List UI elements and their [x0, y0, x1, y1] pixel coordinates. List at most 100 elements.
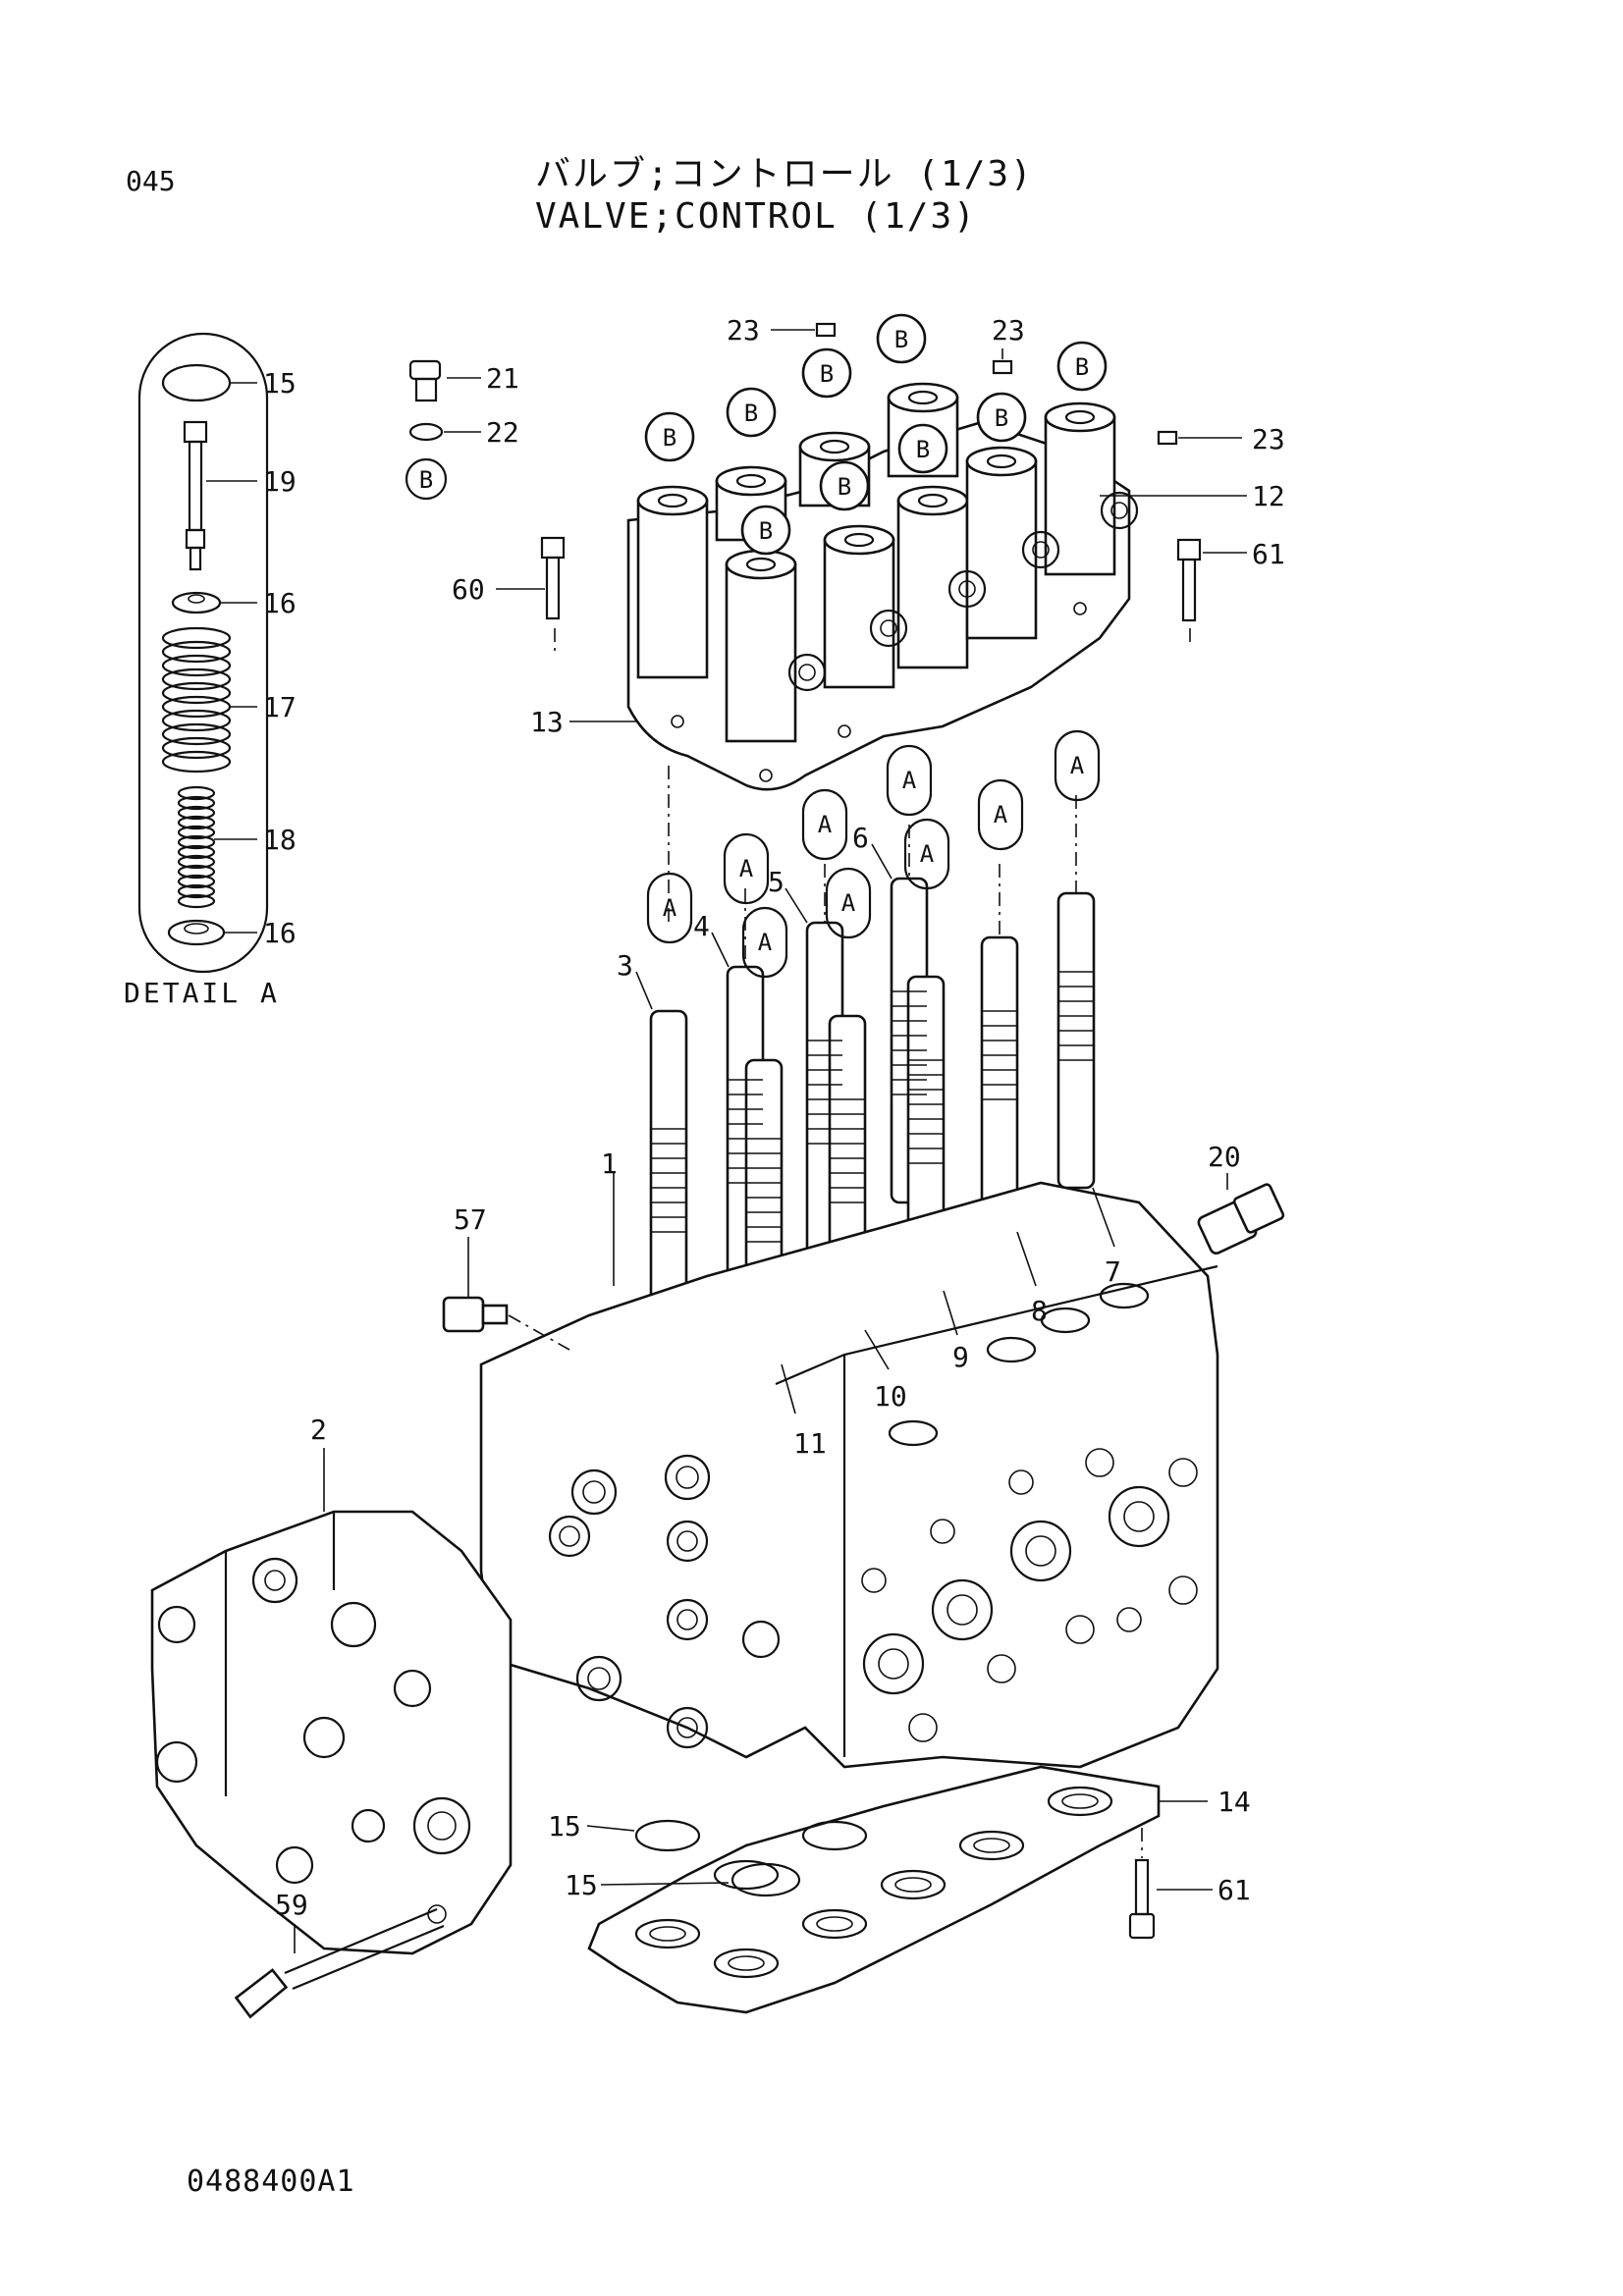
spool-3 [649, 1009, 688, 1327]
callout-23: 23 [992, 314, 1025, 347]
marker-b-letter: B [838, 473, 851, 501]
marker-a-spool-8 [977, 778, 1024, 851]
marker-b-4 [876, 313, 927, 364]
marker-a-letter: A [758, 929, 773, 956]
marker-a-letter: A [920, 840, 935, 868]
callout-labels: 15 19 16 17 18 16 21 22 23 23 23 12 61 6… [263, 314, 1285, 1921]
marker-a-letter: A [1070, 752, 1085, 779]
marker-b-9 [740, 505, 791, 556]
marker-a-spool-4 [723, 832, 770, 905]
marker-a-letter: A [739, 855, 754, 882]
callout-3: 3 [617, 949, 633, 982]
marker-b-letter: B [894, 326, 908, 353]
callout-61: 61 [1252, 538, 1285, 570]
marker-a-spool-7 [1054, 729, 1101, 802]
marker-a-spool-5 [801, 788, 848, 861]
callout-21: 21 [486, 362, 519, 395]
marker-b-letter: B [916, 436, 930, 463]
callout-23: 23 [1252, 423, 1285, 455]
cap-bosses [636, 382, 1116, 743]
callout-59: 59 [275, 1889, 308, 1921]
spring-18 [177, 785, 216, 909]
callout-18: 18 [263, 824, 297, 856]
callout-16: 16 [263, 917, 297, 949]
reference-marker-b-small [405, 457, 448, 501]
callout-19: 19 [263, 465, 297, 498]
marker-a-spool-11 [741, 906, 788, 979]
callout-20: 20 [1208, 1141, 1241, 1173]
pin-19 [183, 420, 208, 571]
callout-8: 8 [1031, 1295, 1048, 1327]
callout-10: 10 [874, 1380, 907, 1413]
callout-4: 4 [693, 910, 710, 942]
marker-a-letter: A [663, 894, 677, 922]
bolt-61-bottom [1128, 1828, 1213, 1940]
callout-13: 13 [530, 706, 564, 738]
marker-b-letter: B [820, 360, 834, 388]
marker-a-spool-9 [903, 818, 950, 890]
marker-b-letter: B [1075, 353, 1089, 381]
o-ring-15-lower [730, 1862, 801, 1897]
marker-b-2 [726, 387, 777, 438]
marker-a-letter: A [818, 811, 833, 838]
cap-housing-13 [626, 382, 1139, 791]
set-screw-23a [815, 322, 837, 338]
o-ring-15-upper [634, 1819, 701, 1852]
reference-markers [644, 313, 1108, 979]
callout-23: 23 [727, 314, 760, 347]
spring-17 [161, 626, 232, 774]
callout-15: 15 [263, 367, 297, 400]
marker-b-8 [819, 460, 870, 511]
callout-12: 12 [1252, 480, 1285, 512]
callout-57: 57 [454, 1203, 487, 1236]
spools-group [649, 766, 1096, 1366]
relief-valve-20 [1197, 1173, 1285, 1255]
callout-9: 9 [952, 1341, 969, 1373]
marker-b-letter: B [744, 400, 758, 427]
callout-2: 2 [310, 1414, 327, 1446]
marker-b-letter: B [419, 466, 433, 494]
marker-b-6 [976, 392, 1027, 443]
plug-57 [442, 1237, 570, 1351]
end-section-2 [150, 1448, 513, 1955]
callout-6: 6 [852, 822, 869, 854]
detail-a-outline [137, 332, 269, 974]
o-ring-22 [408, 422, 444, 442]
bolt-61-top [1176, 538, 1247, 622]
marker-a-letter: A [994, 801, 1008, 828]
title-japanese: バルブ;コントロール (1/3) [535, 154, 1034, 194]
set-screw-23c [1157, 430, 1178, 446]
title-english: VALVE;CONTROL (1/3) [535, 196, 977, 237]
callout-5: 5 [768, 866, 784, 898]
marker-a-spool-10 [825, 867, 872, 939]
marker-b-1 [644, 411, 695, 462]
valve-body-1 [479, 1181, 1219, 1769]
callout-14: 14 [1217, 1786, 1251, 1818]
marker-b-letter: B [995, 404, 1008, 432]
callout-15: 15 [548, 1810, 581, 1842]
spool-7 [1056, 891, 1096, 1190]
marker-b-7 [897, 423, 948, 474]
callout-7: 7 [1105, 1255, 1121, 1288]
plug-21 [408, 359, 481, 402]
page-number: 045 [126, 165, 176, 197]
marker-letters: A A A A A A A A A B B B B B B B B B B [419, 326, 1089, 956]
marker-a-letter: A [902, 767, 917, 794]
marker-a-letter: A [841, 889, 856, 917]
marker-b-letter: B [759, 517, 773, 545]
callout-1: 1 [601, 1148, 618, 1180]
detail-a-label: DETAIL A [124, 977, 280, 1009]
marker-a-spool-6 [886, 744, 933, 817]
callout-16: 16 [263, 587, 297, 619]
callout-60: 60 [452, 573, 485, 606]
detail-a-group [137, 332, 269, 974]
o-ring-15-detail [161, 363, 232, 402]
marker-b-3 [801, 347, 852, 399]
callout-17: 17 [263, 691, 297, 723]
callout-61: 61 [1217, 1874, 1251, 1906]
bottom-plate-14 [587, 1765, 1208, 2014]
marker-a-spool-3 [646, 872, 693, 944]
callout-11: 11 [793, 1427, 827, 1460]
